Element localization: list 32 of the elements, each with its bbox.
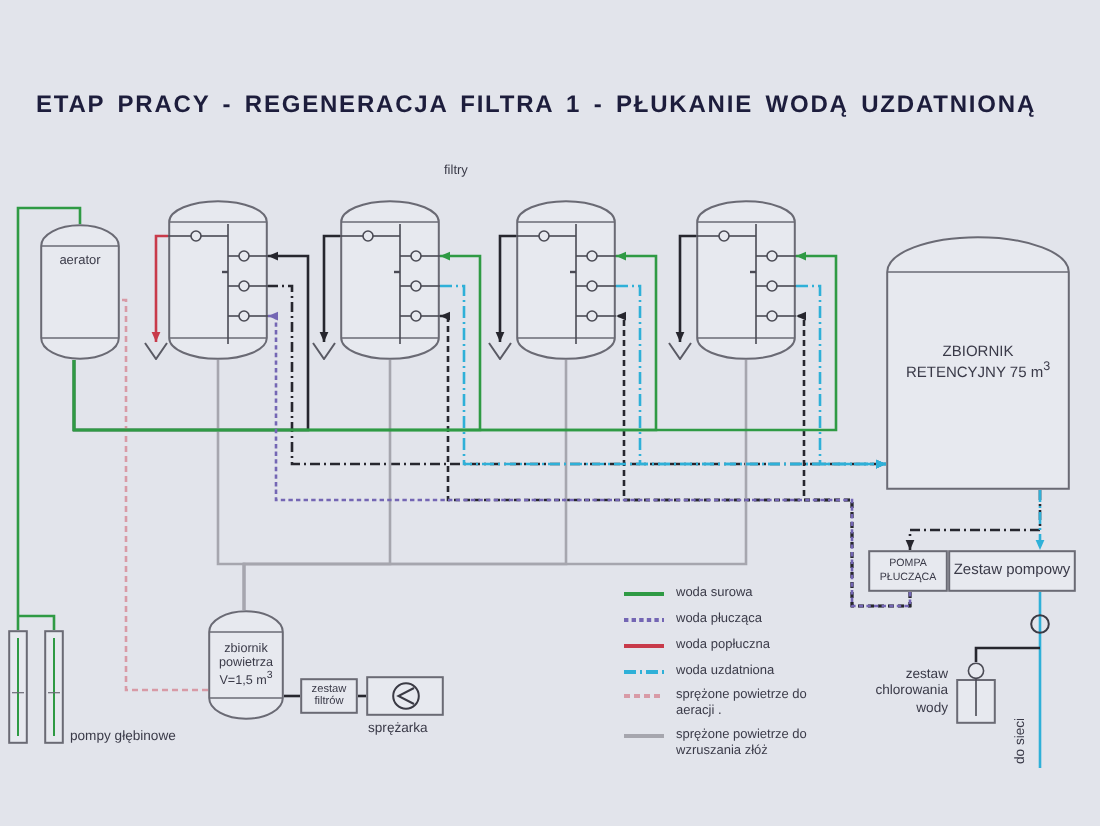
drain-icon	[144, 342, 168, 360]
filter-unit-box	[300, 678, 358, 714]
compressor-box	[366, 676, 444, 716]
retention-tank	[886, 236, 1070, 490]
pipe-arrow	[72, 251, 838, 432]
chlorination-tank	[956, 662, 996, 724]
pipe-arrow	[267, 311, 912, 608]
pipe-arrow	[796, 284, 886, 469]
drain-icon	[668, 342, 692, 360]
filter-vessel	[168, 200, 268, 360]
pipe-line	[242, 360, 748, 610]
pump-unit-panel	[868, 550, 948, 592]
pipe-line	[1038, 592, 1042, 768]
pipe-arrow	[1035, 490, 1045, 550]
pump-set-panel	[948, 550, 1076, 592]
filter-vessel	[696, 200, 796, 360]
drain-icon	[312, 342, 336, 360]
filter-vessel	[340, 200, 440, 360]
pipe-line	[974, 646, 1040, 662]
pipe-arrow	[675, 234, 696, 342]
pipe-arrow	[151, 234, 168, 342]
well-pump	[44, 630, 64, 744]
drain-icon	[488, 342, 512, 360]
diagram-title: ETAP PRACY - REGENERACJA FILTRA 1 - PŁUKANIE WODĄ UZDATNIONĄ	[36, 90, 1037, 118]
pipe-line	[120, 298, 208, 692]
pipe-arrow	[796, 311, 912, 608]
aerator-vessel	[40, 224, 120, 360]
pipe-arrow	[319, 234, 340, 342]
air-tank	[208, 610, 284, 720]
well-pump	[8, 630, 28, 744]
filter-vessel	[516, 200, 616, 360]
pipe-arrow	[495, 234, 516, 342]
